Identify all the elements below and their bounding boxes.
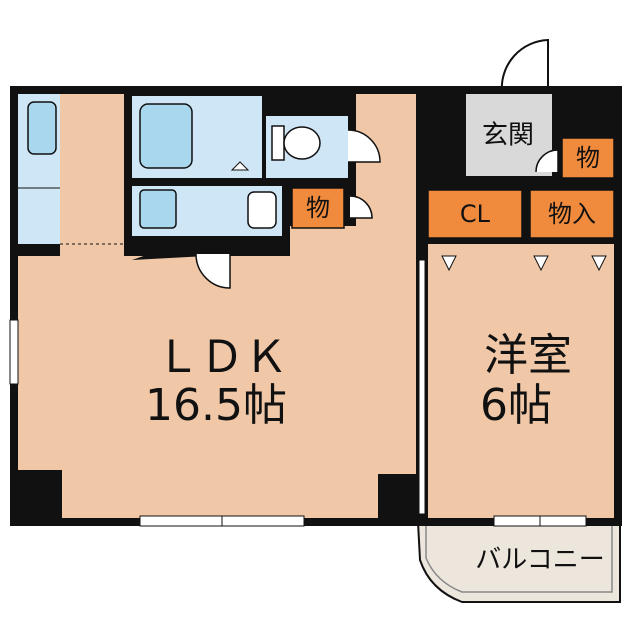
closet-doors <box>441 255 607 272</box>
toilet-tank-icon <box>271 125 285 161</box>
bathtub-icon <box>139 103 193 169</box>
walk-in-storage-label: 物入 <box>548 200 596 228</box>
windows <box>9 319 587 527</box>
toilet-icon <box>283 126 321 160</box>
closet <box>427 189 523 239</box>
sink-icon <box>27 101 57 155</box>
washbasin-icon <box>139 189 177 229</box>
washer-icon <box>247 191 277 229</box>
walk-in-storage <box>529 189 615 239</box>
western-room-size: 6帖 <box>480 380 552 431</box>
western-room-name: 洋室 <box>484 330 572 381</box>
storage-mono-entrance <box>561 137 615 179</box>
balcony-label: バルコニー <box>475 545 604 575</box>
ldk-floor <box>18 256 416 518</box>
ldk-name: ＬＤＫ <box>156 332 288 383</box>
hall-floor <box>356 94 416 258</box>
column-center <box>378 474 418 520</box>
storage-mono-entrance-label: 物 <box>576 144 600 172</box>
balcony: バルコニー <box>416 521 621 603</box>
entrance-label: 玄関 <box>482 121 534 151</box>
western-room-floor <box>428 244 614 518</box>
storage-mono-bath-label: 物 <box>306 194 330 222</box>
kitchen-floor <box>60 94 124 256</box>
entrance-door <box>500 38 549 93</box>
closet-label: CL <box>460 200 491 228</box>
column-left <box>18 470 62 520</box>
storage-mono-bath <box>291 187 345 229</box>
ldk-size: 16.5帖 <box>145 380 287 431</box>
hall-floor-2 <box>290 226 360 258</box>
